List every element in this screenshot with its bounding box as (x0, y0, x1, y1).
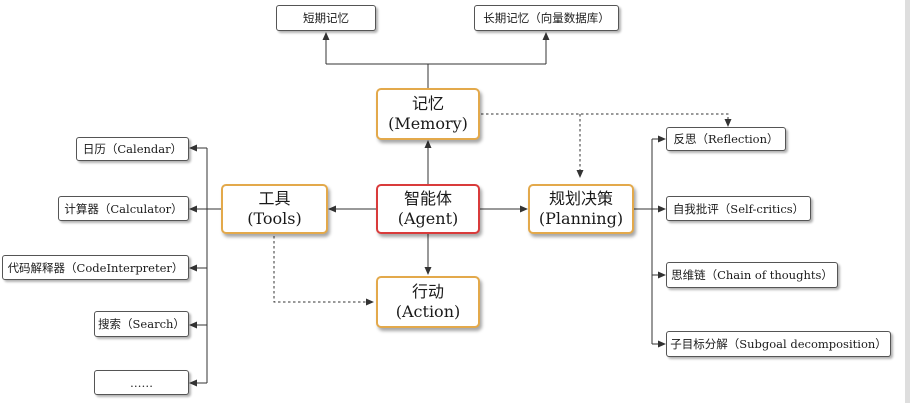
tool-item-code-interpreter: 代码解释器（CodeInterpreter） (2, 255, 189, 280)
planning-item-self-critics: 自我批评（Self-critics） (666, 196, 811, 221)
memory-subtitle: (Memory) (388, 114, 468, 133)
edge-planning-items (634, 135, 666, 348)
edge-memory-reflection-dotted (481, 113, 732, 127)
memory-node: 记忆 (Memory) (376, 88, 480, 140)
edge-tools-action-dotted (273, 236, 374, 306)
tool-item-calculator: 计算器（Calculator） (58, 196, 189, 221)
planning-subtitle: (Planning) (538, 209, 624, 228)
agent-title: 智能体 (403, 189, 452, 208)
edge-memory-items (322, 32, 550, 88)
tool-item-more: …… (94, 370, 189, 395)
memory-item-long-term: 长期记忆（向量数据库） (474, 5, 619, 31)
action-subtitle: (Action) (395, 302, 461, 321)
edge-tools-items (189, 144, 221, 387)
planning-title: 规划决策 (548, 189, 613, 208)
tools-title: 工具 (258, 189, 291, 208)
action-title: 行动 (411, 282, 444, 301)
agent-subtitle: (Agent) (397, 209, 459, 228)
tool-item-calendar: 日历（Calendar） (76, 137, 189, 161)
agent-node: 智能体 (Agent) (376, 184, 480, 234)
right-edge-strip (905, 0, 910, 403)
planning-item-chain-of-thoughts: 思维链（Chain of thoughts） (666, 262, 838, 288)
memory-item-short-term: 短期记忆 (276, 5, 376, 31)
tools-node: 工具 (Tools) (221, 184, 328, 234)
tools-subtitle: (Tools) (247, 209, 302, 228)
memory-title: 记忆 (411, 94, 444, 113)
tool-item-search: 搜索（Search） (94, 311, 189, 337)
planning-node: 规划决策 (Planning) (528, 184, 634, 234)
planning-item-subgoal-decomposition: 子目标分解（Subgoal decomposition） (666, 331, 891, 357)
planning-item-reflection: 反思（Reflection） (666, 127, 786, 151)
action-node: 行动 (Action) (376, 276, 480, 328)
